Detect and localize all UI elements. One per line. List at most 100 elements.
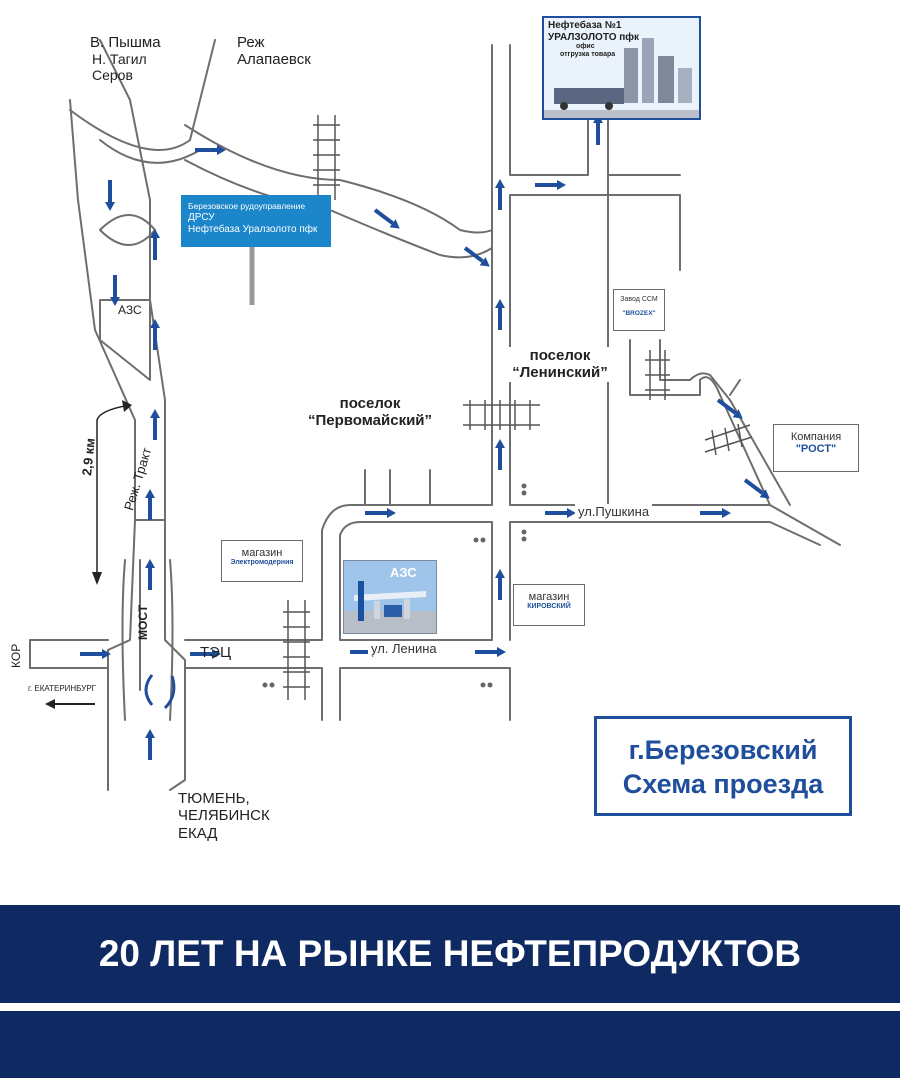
- map-title-scheme: Схема проезда: [622, 768, 824, 799]
- bridge-turn-arrow-right: [163, 675, 176, 710]
- direction-arrowhead: [495, 179, 505, 188]
- road-rezh-lower: [184, 159, 493, 259]
- direction-arrowhead: [150, 319, 160, 328]
- direction-arrowhead: [145, 559, 155, 568]
- traffic-light-markers: [262, 483, 527, 688]
- zavod-line2: "BROZEX": [622, 310, 656, 317]
- azs-photo: АЗС: [343, 560, 437, 634]
- direction-arrowhead: [105, 202, 115, 211]
- sign-zavod-ssm: Завод ССМ "BROZEX": [613, 289, 665, 331]
- road-rost-1: [629, 339, 771, 506]
- direction-arrowhead: [102, 649, 111, 659]
- sign-drsu-line2: ДРСУ: [188, 211, 215, 223]
- rost-line1: Компания: [790, 431, 842, 443]
- road-block-inner: [339, 521, 493, 641]
- label-rezh: Реж Алапаевск: [237, 34, 311, 69]
- road-lenina-top: [244, 504, 493, 641]
- magazin-elektro-line2: Электромодерния: [230, 559, 294, 566]
- magazin-kirov-line1: магазин: [528, 591, 570, 603]
- zavod-line1: Завод ССМ: [620, 296, 658, 303]
- sign-drsu-line3: Нефтебаза Уралзолото пфк: [188, 224, 318, 236]
- label-tagil-line: Н. Тагил: [92, 51, 147, 68]
- direction-arrowhead: [479, 257, 490, 267]
- label-ekad-line: ЕКАД: [178, 824, 218, 842]
- road-interchange: [99, 214, 156, 246]
- direction-arrowhead: [145, 729, 155, 738]
- road-azs-loop: [99, 299, 151, 381]
- label-most: МОСТ: [136, 604, 150, 640]
- direction-arrowhead: [217, 145, 226, 155]
- sign-drsu: Березовское рудоуправление ДРСУ Нефтебаз…: [181, 195, 331, 247]
- neftebaza-line3: офис: [576, 43, 595, 50]
- direction-arrowhead: [389, 219, 400, 229]
- direction-arrowhead: [732, 409, 743, 419]
- distance-arrow-up: [122, 400, 132, 412]
- direction-arrowhead: [759, 489, 770, 499]
- rail-ties: [283, 115, 753, 700]
- distance-arrow-down: [92, 572, 102, 585]
- direction-arrowhead: [387, 508, 396, 518]
- banner: 20 ЛЕТ НА РЫНКЕ НЕФТЕПРОДУКТОВ: [0, 905, 900, 1003]
- direction-arrowhead: [557, 180, 566, 190]
- road-top-left: [509, 44, 589, 176]
- road-lenina-top-r: [339, 667, 511, 721]
- neftebaza-line1: Нефтебаза №1: [548, 20, 622, 31]
- label-pyshma-line: В. Пышма: [90, 34, 161, 51]
- road-rost-2: [659, 339, 791, 506]
- label-leninsky: поселок “Ленинский”: [500, 347, 620, 382]
- sign-rost: Компания "РОСТ": [773, 424, 859, 472]
- direction-arrowhead: [495, 299, 505, 308]
- direction-arrow: [743, 478, 764, 495]
- road-vert-right: [509, 194, 609, 506]
- direction-arrowhead: [495, 569, 505, 578]
- street-lenina: ул. Ленина: [368, 641, 440, 656]
- direction-arrowhead: [150, 229, 160, 238]
- sign-magazin-elektro: магазин Электромодерния: [221, 540, 303, 582]
- label-pervomaisky: поселок “Первомайский”: [295, 395, 445, 430]
- magazin-kirov-line2: КИРОВСКИЙ: [527, 603, 571, 610]
- rost-line2: "РОСТ": [795, 443, 837, 455]
- direction-arrowhead: [567, 508, 576, 518]
- footer-band: [0, 1011, 900, 1078]
- direction-arrowhead: [722, 508, 731, 518]
- road-most-outer: [107, 519, 186, 791]
- neftebaza-illustration: [544, 18, 699, 118]
- label-leninsky-word: поселок: [529, 347, 591, 364]
- label-tyumen: ТЮМЕНЬ, ЧЕЛЯБИНСК ЕКАД: [178, 790, 270, 842]
- direction-arrow: [716, 398, 737, 415]
- neftebaza-text: Нефтебаза №1 УРАЛЗОЛОТО пфк офис отгрузк…: [548, 20, 639, 59]
- road-pyshma-arc: [69, 39, 216, 151]
- map-title-city: г.Березовский: [628, 735, 818, 765]
- road-rost-3: [729, 379, 741, 396]
- road-leninsky-right: [607, 194, 681, 271]
- label-azs-left: АЗС: [118, 303, 142, 317]
- road-trunk-right: [99, 39, 166, 521]
- road-most-oval-left: [121, 559, 126, 721]
- label-ekaterinburg: г. ЕКАТЕРИНБУРГ: [28, 684, 96, 693]
- label-kor: КОР: [9, 643, 23, 668]
- direction-arrow: [463, 246, 484, 263]
- road-pushkina-bottom: [509, 521, 821, 546]
- label-alapaevsk-line: Алапаевск: [237, 51, 311, 69]
- banner-stripe: [0, 1003, 900, 1011]
- road-network: [29, 39, 841, 791]
- neftebaza-line4: отгрузка товара: [560, 51, 616, 59]
- direction-arrowhead: [495, 439, 505, 448]
- direction-arrowhead: [110, 297, 120, 306]
- azs-illustration: [344, 561, 436, 633]
- map-title-box: г.Березовский Схема проезда: [594, 716, 852, 816]
- road-trunk-left: [69, 99, 136, 521]
- sign-magazin-kirov: магазин КИРОВСКИЙ: [513, 584, 585, 626]
- road-rezh-upper: [184, 124, 493, 234]
- magazin-elektro-line1: магазин: [241, 547, 283, 559]
- bridge-turn-arrow-left: [144, 674, 154, 706]
- direction-arrowhead: [497, 647, 506, 657]
- direction-arrowhead: [212, 649, 221, 659]
- label-pyshma: В. Пышма Н. Тагил Серов: [90, 34, 161, 83]
- road-lenina-bottom: [244, 667, 323, 721]
- direction-arrowhead: [145, 489, 155, 498]
- sign-drsu-line1: Березовское рудоуправление: [188, 201, 306, 211]
- neftebaza-line2: УРАЛЗОЛОТО пфк: [548, 31, 640, 43]
- azs-photo-label: АЗС: [390, 565, 417, 580]
